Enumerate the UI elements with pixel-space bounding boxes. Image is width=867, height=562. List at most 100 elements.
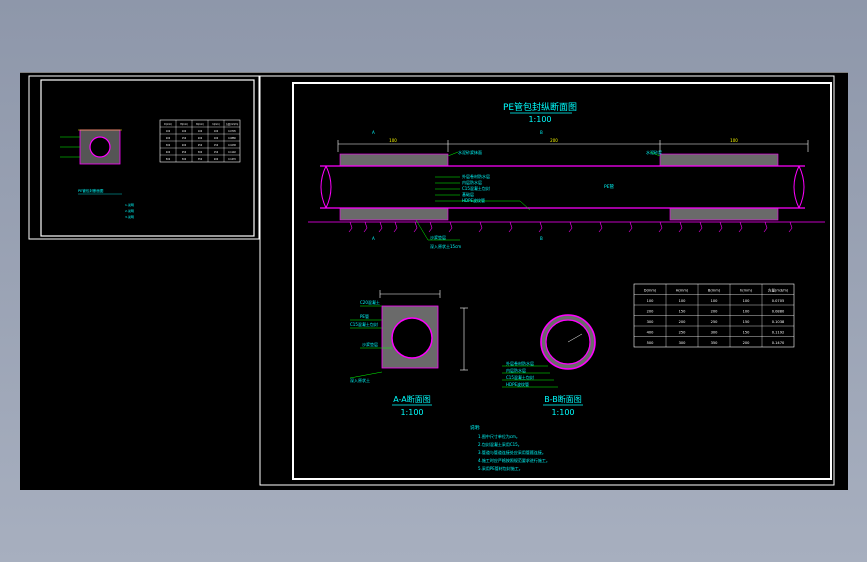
thumbnail-title: PE管包封断面图 xyxy=(78,188,104,193)
pe-pipe: PE管 xyxy=(320,165,805,209)
section-a-label-3: C15混凝土包封 xyxy=(350,321,378,327)
dim-3: 100 xyxy=(730,138,738,143)
thumb-table-header-4: 方量(m3/m) xyxy=(226,122,239,126)
ground-tick xyxy=(658,221,663,233)
table-cell: 400 xyxy=(647,330,655,334)
section-a-scale: 1:100 xyxy=(400,408,423,417)
thumb-table-cell: 300 xyxy=(182,158,187,161)
table-header-3: h(mm) xyxy=(740,288,753,292)
table-cell: 100 xyxy=(711,299,719,303)
ground-tick xyxy=(363,221,368,233)
thumb-table-cell: 100 xyxy=(214,130,219,133)
thumb-table-cell: 200 xyxy=(214,158,219,161)
thumb-table-cell: 100 xyxy=(214,137,219,140)
thumb-table-cell: 300 xyxy=(198,151,203,154)
label-top-2: 水泥砂浆 xyxy=(646,149,662,155)
thumb-table-cell: 0.1192 xyxy=(228,151,236,154)
thumb-table-cell: 0.1038 xyxy=(228,144,236,147)
notes: 说明: 1.图中尺寸单位为cm。 2.包封混凝土采用C15。 3.管道与管道连接… xyxy=(470,424,550,471)
thumb-table-cell: 0.0705 xyxy=(228,130,236,133)
label-top-1: 水泥砂浆抹面 xyxy=(458,149,482,155)
thumb-table-header-2: B(mm) xyxy=(196,123,204,126)
section-mark-b-bottom: B xyxy=(540,236,543,241)
table-header-1: H(mm) xyxy=(676,288,689,292)
thumb-table-cell: 300 xyxy=(166,144,171,147)
table-cell: 500 xyxy=(647,341,655,345)
ground-tick xyxy=(788,221,793,233)
table-cell: 250 xyxy=(679,330,687,334)
table-cell: 300 xyxy=(711,330,719,334)
section-mark-a-bottom: A xyxy=(372,236,375,241)
section-mark-b-top: B xyxy=(540,130,543,135)
table-cell: 100 xyxy=(743,309,751,313)
section-b-label-4: HDPE波纹管 xyxy=(506,381,529,387)
ground-tick xyxy=(598,221,603,233)
section-b-title: B-B断面图 xyxy=(544,394,582,404)
thumb-table-cell: 200 xyxy=(198,137,203,140)
cad-viewport[interactable]: PE管包封断面图 1.说明 2.说明 3.说明 D(mm) H(mm) B(mm) h… xyxy=(20,72,848,490)
label-mid-5: HDPE波纹管 xyxy=(462,197,485,203)
ground-tick xyxy=(628,221,633,233)
table-cell: 200 xyxy=(743,341,751,345)
thumb-table-cell: 500 xyxy=(166,158,171,161)
section-b-b: 外层卷材防水层 内层防水层 C15混凝土包封 HDPE波纹管 B-B断面图 1:… xyxy=(502,314,596,417)
cad-drawing: PE管包封断面图 1.说明 2.说明 3.说明 D(mm) H(mm) B(mm) h… xyxy=(20,72,848,486)
thumb-table-cell: 400 xyxy=(166,151,171,154)
thumb-table-header-0: D(mm) xyxy=(164,123,172,126)
note-2: 2.包封混凝土采用C15。 xyxy=(478,441,522,447)
table-cell: 300 xyxy=(679,341,687,345)
table-cell: 300 xyxy=(647,320,655,324)
label-bottom-2: 深入原状土15cm xyxy=(430,243,461,249)
thumbnail-sheet-frame xyxy=(40,79,255,237)
table-cell: 200 xyxy=(647,309,655,313)
section-b-scale: 1:100 xyxy=(551,408,574,417)
ground-tick xyxy=(478,221,483,233)
table-cell: 100 xyxy=(647,299,655,303)
ground-tick xyxy=(738,221,743,233)
table-cell: 0.0880 xyxy=(772,309,785,313)
thumbnail-note-3: 3.说明 xyxy=(125,214,134,219)
table-header-4: 方量(m3/m) xyxy=(768,287,789,292)
ground-tick xyxy=(413,221,418,233)
thumbnail-sheet-border xyxy=(28,75,260,240)
thumb-table-cell: 0.1470 xyxy=(228,158,236,161)
thumb-table-cell: 250 xyxy=(198,144,203,147)
table-header-2: B(mm) xyxy=(708,288,721,292)
section-mark-a-top: A xyxy=(372,130,375,135)
notes-title: 说明: xyxy=(470,424,481,431)
concrete-blocks xyxy=(339,153,779,221)
section-a-a: C20混凝土 PE管 C15混凝土包封 沙浆垫层 深入原状土 A-A断面图 1:… xyxy=(349,290,468,417)
thumb-table-cell: 200 xyxy=(182,144,187,147)
ground-tick xyxy=(393,221,398,233)
label-mid-2: 内层防水层 xyxy=(462,179,482,185)
table-cell: 200 xyxy=(711,309,719,313)
thumb-table-cell: 150 xyxy=(214,144,219,147)
label-mid-1: 外层卷材防水层 xyxy=(462,173,490,179)
main-title: PE管包封纵断面图 xyxy=(503,101,577,113)
section-a-label-5: 深入原状土 xyxy=(350,377,370,383)
thumb-table-header-1: H(mm) xyxy=(180,123,188,126)
thumbnail-note-1: 1.说明 xyxy=(125,202,134,207)
table-cell: 150 xyxy=(679,309,687,313)
section-a-title: A-A断面图 xyxy=(393,394,430,404)
table-cell: 0.1192 xyxy=(772,330,785,334)
ground-tick xyxy=(348,221,353,233)
label-mid-3: C15混凝土包封 xyxy=(462,185,490,191)
table-cell: 250 xyxy=(711,320,719,324)
leader-labels: 水泥砂浆抹面 水泥砂浆 外层卷材防水层 内层防水层 C15混凝土包封 基础层 H… xyxy=(415,149,662,249)
section-b-label-2: 内层防水层 xyxy=(506,367,526,373)
table-cell: 150 xyxy=(743,330,751,334)
section-b-label-3: C15混凝土包封 xyxy=(506,374,534,380)
note-1: 1.图中尺寸单位为cm。 xyxy=(478,433,520,439)
main-sheet-border xyxy=(259,75,835,486)
thumb-table-cell: 100 xyxy=(198,130,203,133)
label-mid-4: 基础层 xyxy=(462,191,474,197)
label-bottom: 沙浆垫层 xyxy=(430,234,446,240)
thumbnail-section: PE管包封断面图 1.说明 2.说明 3.说明 xyxy=(60,129,134,219)
thumb-table-cell: 150 xyxy=(214,151,219,154)
thumb-table-cell: 100 xyxy=(182,130,187,133)
table-cell: 150 xyxy=(743,320,751,324)
thumb-table-cell: 200 xyxy=(166,137,171,140)
